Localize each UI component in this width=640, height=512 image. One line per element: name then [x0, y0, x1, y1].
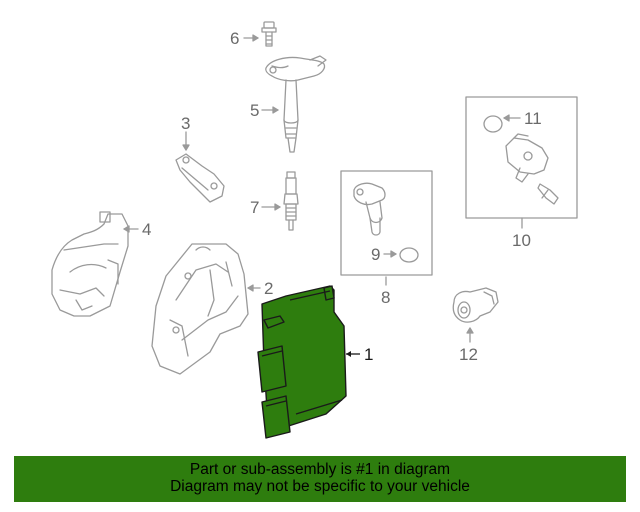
- info-banner: Part or sub-assembly is #1 in diagram Di…: [14, 456, 626, 502]
- callout-9: 9: [371, 245, 380, 264]
- info-banner-line-1: Part or sub-assembly is #1 in diagram: [189, 461, 451, 478]
- callout-1: 1: [364, 345, 373, 364]
- callout-12: 12: [459, 345, 478, 364]
- callout-6: 6: [230, 29, 239, 48]
- callout-11: 11: [524, 109, 542, 128]
- callout-4: 4: [142, 220, 151, 239]
- part-8-group-box: [340, 170, 433, 276]
- part-11-o-ring[interactable]: [483, 115, 503, 133]
- part-7-spark-plug[interactable]: [283, 171, 299, 231]
- part-4-engine-cover[interactable]: [51, 211, 129, 317]
- part-8-sensor[interactable]: [353, 182, 386, 236]
- parts-diagram: 6 5 3 7 4 2 1 9 8 11 10 12: [51, 21, 578, 439]
- part-1-ecu[interactable]: [257, 285, 347, 439]
- callout-2: 2: [264, 279, 273, 298]
- callout-8: 8: [381, 288, 390, 307]
- part-9-o-ring[interactable]: [399, 247, 419, 263]
- callout-3: 3: [181, 114, 190, 133]
- part-6-bolt[interactable]: [261, 21, 277, 47]
- part-5-ignition-coil[interactable]: [265, 55, 327, 153]
- callout-10: 10: [512, 231, 531, 250]
- leader-lines: [123, 34, 523, 343]
- part-10-group-box: [465, 96, 578, 219]
- part-3-bracket[interactable]: [175, 153, 225, 203]
- part-10-sensor[interactable]: [505, 133, 559, 205]
- part-2-ecu-bracket[interactable]: [151, 243, 249, 375]
- callout-5: 5: [250, 101, 259, 120]
- callout-7: 7: [250, 198, 259, 217]
- info-banner-line-2: Diagram may not be specific to your vehi…: [170, 478, 470, 495]
- part-12-knock-sensor[interactable]: [452, 287, 499, 323]
